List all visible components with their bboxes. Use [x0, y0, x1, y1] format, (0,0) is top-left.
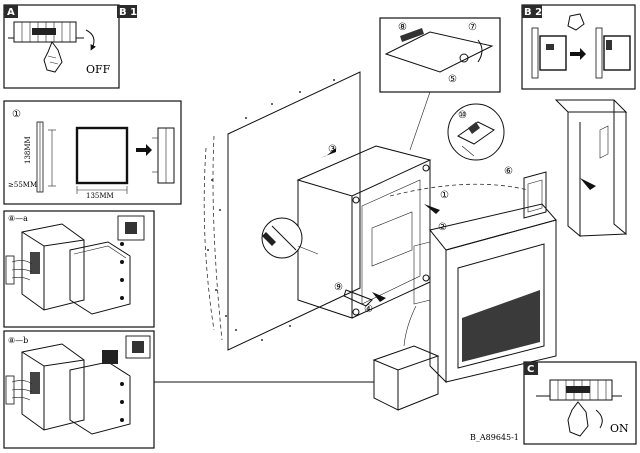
panel-step8a: ⑧—a: [3, 210, 155, 328]
rotate-arrow-icon-c: [595, 409, 603, 429]
callout-8: ⑧: [398, 22, 407, 33]
wall-section-left: [36, 121, 56, 193]
callout-9: ⑨: [334, 282, 343, 293]
breaker-bank-icon: [8, 21, 84, 43]
switch-off-label: OFF: [86, 63, 111, 76]
insert-arrow-icon: [136, 144, 152, 156]
panel-c-tag: C: [527, 364, 534, 375]
b2-arrow-icon: [570, 48, 586, 60]
callout-5: ⑤: [448, 74, 457, 85]
arrow-left: [320, 148, 336, 158]
callout-3: ③: [328, 144, 337, 155]
junction-box-open: [5, 223, 85, 311]
callout-1: ①: [440, 190, 449, 201]
panel-b1-tag: B 1: [119, 7, 137, 18]
cutout-front-view: [75, 126, 129, 194]
arrow-right: [424, 204, 440, 214]
panel-b2: B 2: [521, 4, 636, 90]
step1-number: ①: [12, 109, 21, 120]
mounting-box: [296, 145, 432, 319]
rotate-arrow-icon: [85, 29, 97, 51]
screwdriver-detail: [261, 217, 319, 259]
callout-10: ⑩: [458, 110, 467, 121]
panel-b2-tag: B 2: [524, 7, 542, 18]
connector-icon: [117, 215, 145, 241]
wall-texture: [207, 79, 335, 341]
callout-2: ②: [438, 222, 447, 233]
lamp-grille: [462, 290, 540, 362]
junction-box-open-b: [5, 343, 85, 431]
cover-plate-b: [69, 350, 131, 435]
hand-icon-c: [567, 401, 589, 437]
step8b-label: ⑧—b: [8, 336, 28, 345]
connector-icon-b: [125, 335, 151, 359]
breaker-bank-icon-c: [536, 379, 622, 401]
hand-icon: [43, 40, 63, 73]
panel-a-tag: A: [7, 7, 15, 18]
cover-plate-part: [523, 171, 547, 219]
b2-wall-left: [531, 27, 567, 79]
panel-step8b: ⑧—b: [3, 330, 374, 449]
screws-b: [120, 382, 124, 422]
callout-4: ④: [364, 304, 373, 315]
connector-detail-inset: [447, 103, 505, 161]
leader-to-clip-inset: [409, 91, 431, 151]
panel-step1: ① 138MM ≥55MM 135MM: [3, 100, 182, 205]
bracket-part: [554, 99, 628, 238]
junction-box: [372, 305, 440, 411]
b2-wall-right: [595, 27, 631, 79]
arrow-right-2: [372, 292, 386, 302]
depth-dimension: ≥55MM: [8, 181, 37, 189]
wall-section-right: [152, 127, 175, 184]
step8a-label: ⑧—a: [8, 214, 28, 223]
width-dimension: 135MM: [86, 192, 114, 200]
screws: [120, 242, 124, 300]
panel-a: A OFF: [3, 4, 120, 89]
assembly-curve: [389, 183, 529, 197]
wall-slab: [203, 71, 361, 351]
switch-on-label: ON: [610, 422, 629, 435]
callout-6: ⑥: [504, 166, 513, 177]
callout-7: ⑦: [468, 22, 477, 33]
arrow-into-bracket: [580, 178, 596, 190]
panel-b1: B 1: [117, 5, 628, 411]
panel-c: C ON: [523, 361, 637, 445]
height-dimension: 138MM: [24, 136, 32, 164]
clip-detail-inset: [379, 17, 501, 93]
b2-hand-icon: [567, 13, 585, 31]
document-code: B_A89645-1: [470, 433, 519, 442]
cover-plate: [69, 241, 131, 315]
